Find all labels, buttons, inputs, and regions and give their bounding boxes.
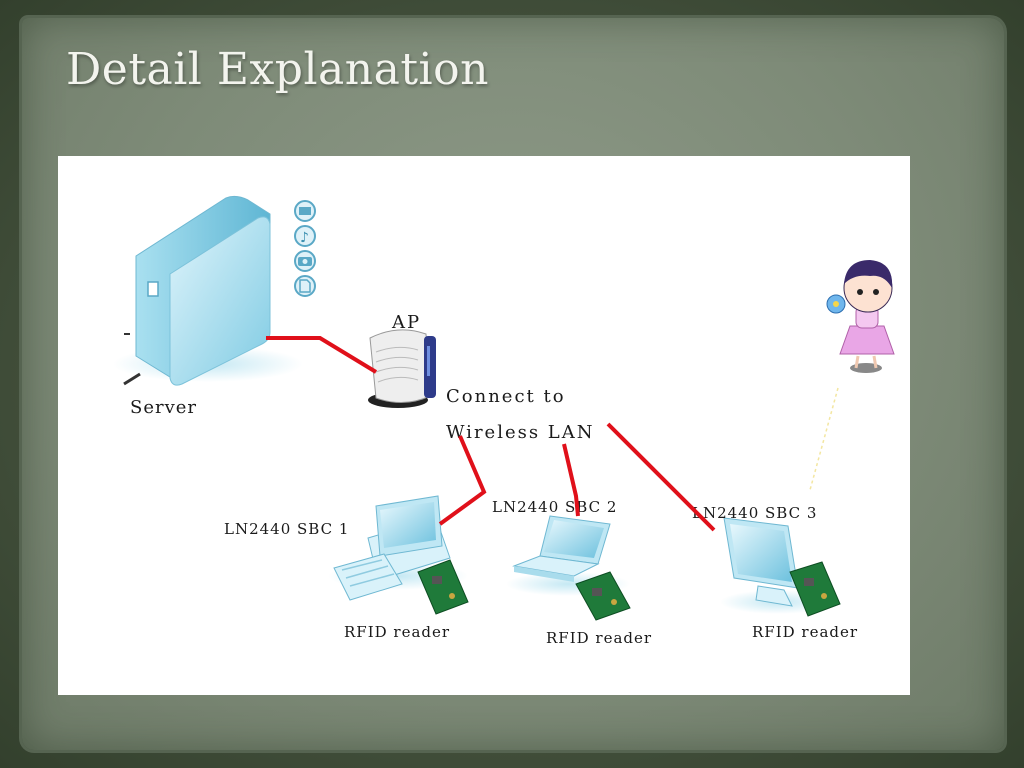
document-icon [294,275,316,297]
wireless-link-dotted [809,387,839,491]
connect-label-line1: Connect to [446,386,566,407]
server-icon [113,195,303,386]
rfid-reader-icon-3 [789,561,841,617]
link-ap-to-sbc2 [562,443,580,517]
monitor-computer-icon [720,517,836,614]
svg-text:♪: ♪ [300,230,309,246]
rfid1-label: RFID reader [344,623,450,641]
rfid3-label: RFID reader [752,623,858,641]
link-ap-to-sbc1 [438,435,487,526]
slide-title: Detail Explanation [66,44,489,95]
rfid-reader-icon-1 [417,559,469,615]
folder-icon [294,200,316,222]
connect-label-line2: Wireless LAN [446,422,595,443]
sbc1-label: LN2440 SBC 1 [224,520,349,538]
camera-icon [294,250,316,272]
link-server-to-ap [266,336,378,374]
music-icon: ♪ [294,225,316,247]
rfid-reader-icon-2 [575,571,631,621]
network-diagram: ♪ Server AP Connect to Wireless LAN [58,156,910,695]
ap-label: AP [391,312,421,333]
access-point-icon [368,329,436,408]
network-links [266,336,716,532]
sbc3-label: LN2440 SBC 3 [692,504,817,522]
girl-character-icon [826,260,895,373]
sbc2-label: LN2440 SBC 2 [492,498,617,516]
link-ap-to-sbc3 [606,422,716,532]
rfid2-label: RFID reader [546,629,652,647]
server-label: Server [130,397,197,418]
